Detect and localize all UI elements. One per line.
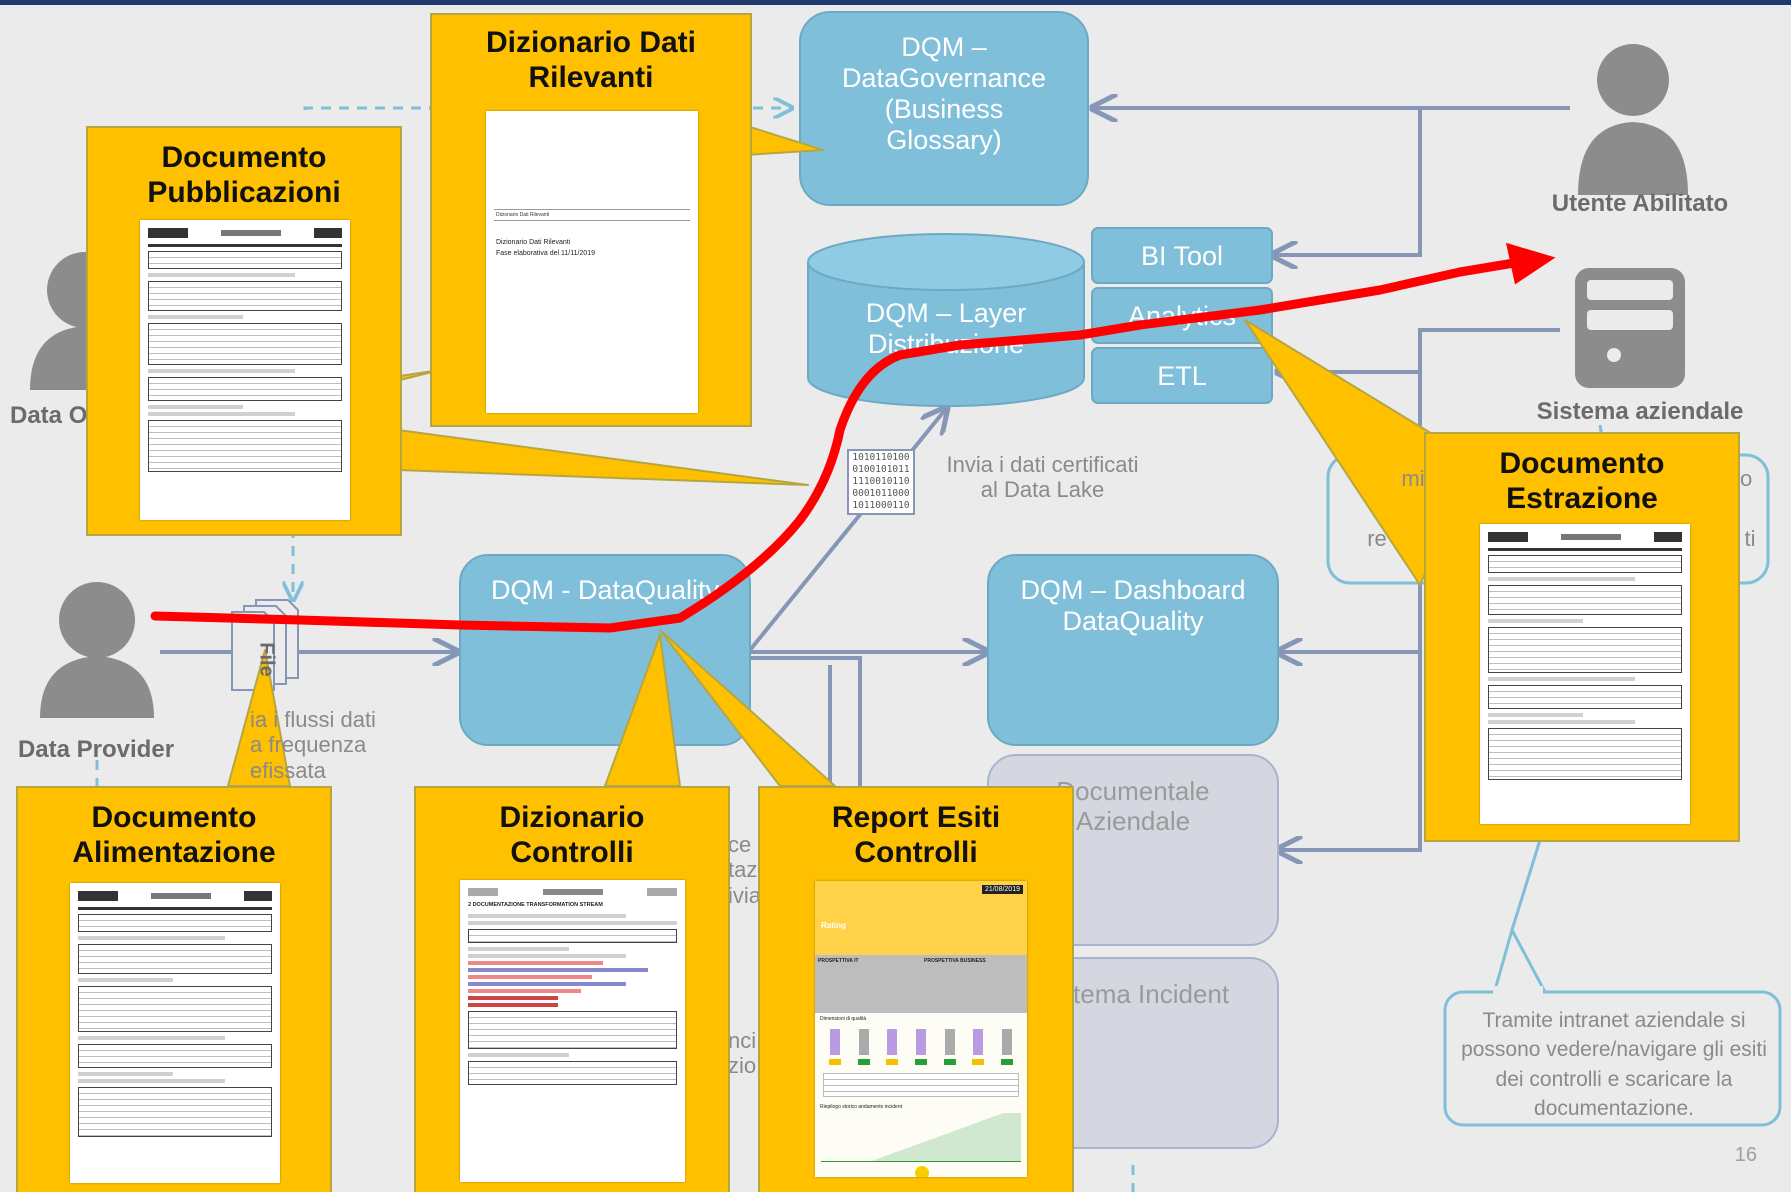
report-thumbnail[interactable]: 21/08/2019 Rating PROSPETTIVA IT PROSPET…	[815, 881, 1027, 1177]
doc-line-2: Fase elaborativa del 11/11/2019	[496, 250, 595, 257]
report-section-it: PROSPETTIVA IT	[818, 958, 859, 964]
report-date: 21/08/2019	[981, 885, 1023, 894]
person-icon-utente	[1578, 44, 1688, 195]
document-thumbnail[interactable]	[70, 883, 280, 1183]
doc-section-title: 2 DOCUMENTAZIONE TRANSFORMATION STREAM	[468, 902, 603, 908]
node-label-datagovernance: DQM – DataGovernance (Business Glossary)	[841, 32, 1047, 156]
callout-doc-alimentazione: Documento Alimentazione	[16, 786, 332, 1192]
callout-title: Dizionario Controlli	[499, 801, 645, 870]
label-invia-dati: Invia i dati certificati al Data Lake	[946, 452, 1139, 503]
callout-title: Documento Estrazione	[1499, 447, 1665, 516]
doc-header-text: Dizionario Dati Rilevanti	[496, 212, 550, 218]
connector-right-documentale	[1280, 652, 1422, 850]
callout-title: Documento Pubblicazioni	[147, 141, 341, 210]
top-border	[0, 0, 1791, 5]
callout-doc-estrazione: Documento Estrazione	[1424, 432, 1740, 842]
callout-report-esiti: Report Esiti Controlli 21/08/2019 Rating…	[758, 786, 1074, 1192]
label-right-partial-3: re	[1367, 526, 1387, 551]
node-dqm-datagovernance	[799, 11, 1089, 206]
callout-dizionario-controlli: Dizionario Controlli 2 DOCUMENTAZIONE TR…	[414, 786, 730, 1192]
report-section-business: PROSPETTIVA BUSINESS	[924, 958, 986, 964]
callout-doc-pubblicazioni: Documento Pubblicazioni	[86, 126, 402, 536]
binary-text: 1010110100 0100101011 1110010110 0001011…	[852, 452, 910, 511]
node-label-analytics: Analytics	[1127, 301, 1237, 331]
intranet-note-text: Tramite intranet aziendale si possono ve…	[1461, 1009, 1767, 1121]
node-label-bi-tool: BI Tool	[1140, 241, 1224, 271]
document-thumbnail[interactable]: Dizionario Dati Rilevanti Dizionario Dat…	[486, 111, 698, 413]
connector-user-bitool	[1275, 108, 1422, 257]
node-label-layer: DQM – Layer Distribuzione	[865, 298, 1027, 360]
label-utente-abilitato: Utente Abilitato	[1551, 190, 1729, 217]
label-flussi: ia i flussi dati a frequenza efissata	[250, 707, 376, 783]
label-mid-partial-2: nci zio	[728, 1028, 757, 1079]
label-data-owner: Data O	[10, 402, 88, 429]
callout-title: Dizionario Dati Rilevanti	[485, 26, 696, 95]
label-data-provider: Data Provider	[17, 736, 175, 763]
label-right-partial-4: ti	[1744, 526, 1756, 551]
report-trend-title: Riepilogo storico andamento incident	[820, 1104, 902, 1110]
slide-number: 16	[1734, 1144, 1757, 1166]
node-label-dashboard: DQM – Dashboard DataQuality	[1020, 575, 1246, 637]
person-icon-data-provider	[40, 582, 154, 718]
document-thumbnail[interactable]	[1480, 524, 1690, 824]
report-dimensions: Dimensioni di qualità	[820, 1016, 867, 1022]
document-thumbnail[interactable]: 2 DOCUMENTAZIONE TRANSFORMATION STREAM	[460, 880, 685, 1182]
connector-dq-layer	[748, 410, 945, 652]
node-label-documentale: Documentale Aziendale	[1056, 776, 1210, 836]
file-label: File	[255, 642, 278, 677]
server-icon	[1575, 268, 1685, 388]
callout-dizionario-dati: Dizionario Dati Rilevanti Dizionario Dat…	[430, 13, 752, 427]
node-label-dataquality: DQM - DataQuality	[490, 575, 720, 605]
callout-title: Report Esiti Controlli	[831, 801, 1001, 870]
doc-line-1: Dizionario Dati Rilevanti	[496, 239, 571, 246]
callout-title: Documento Alimentazione	[72, 801, 276, 870]
node-label-etl: ETL	[1157, 361, 1207, 391]
document-thumbnail[interactable]	[140, 220, 350, 520]
label-sistema-aziendale: Sistema aziendale	[1536, 398, 1744, 425]
pointer-doc-pubblicazioni	[397, 429, 809, 486]
report-title: Rating	[821, 921, 846, 930]
label-mid-partial-1: ce taz ivia	[728, 832, 762, 908]
